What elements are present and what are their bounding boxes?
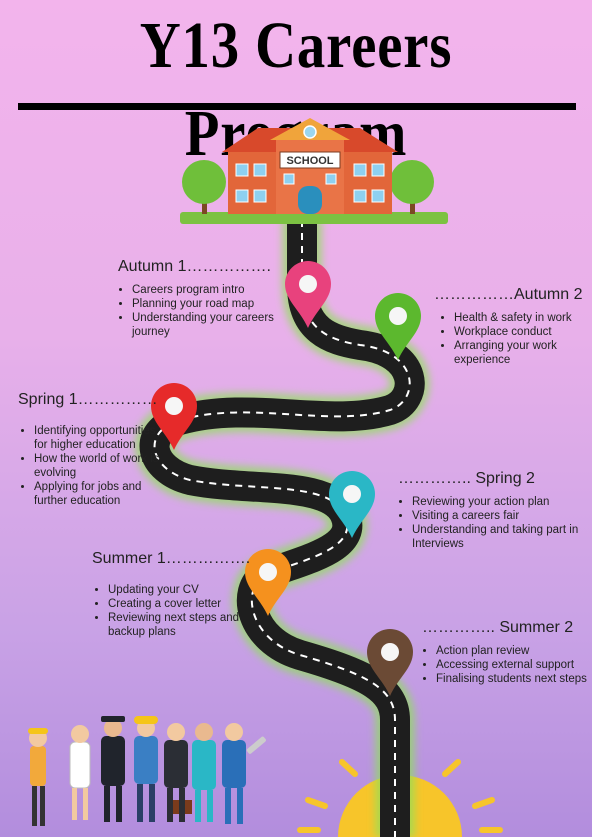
map-pin-icon: [329, 471, 375, 538]
list-item: Visiting a careers fair: [412, 509, 592, 523]
list-item: How the world of work is evolving: [34, 452, 162, 480]
list-item: Updating your CV: [108, 583, 258, 597]
section-heading: ………….. Spring 2: [398, 470, 535, 487]
section-list: Updating your CV Creating a cover letter…: [92, 583, 258, 639]
map-pin-icon: [285, 261, 331, 328]
map-pin-icon: [151, 383, 197, 450]
school-building-icon: SCHOOL: [180, 118, 448, 224]
list-item: Health & safety in work: [454, 311, 592, 325]
list-item: Creating a cover letter: [108, 597, 258, 611]
list-item: Finalising students next steps: [436, 672, 592, 686]
section-list: Reviewing your action plan Visiting a ca…: [396, 495, 592, 551]
list-item: Understanding and taking part in Intervi…: [412, 523, 592, 551]
list-item: Applying for jobs and further education: [34, 480, 162, 508]
section-heading: ……………Autumn 2: [434, 286, 583, 303]
map-pin-icon: [375, 293, 421, 360]
worker-builder-icon: [134, 716, 158, 822]
section-list: Health & safety in work Workplace conduc…: [438, 311, 592, 367]
section-list: Identifying opportunities for higher edu…: [18, 424, 162, 508]
title-underline: [18, 103, 576, 110]
worker-nurse-icon: [69, 725, 91, 820]
map-pin-icon: [245, 549, 291, 616]
list-item: Action plan review: [436, 644, 592, 658]
list-item: Reviewing your action plan: [412, 495, 592, 509]
list-item: Identifying opportunities for higher edu…: [34, 424, 162, 452]
map-pin-icon: [367, 629, 413, 696]
section-heading: ………….. Summer 2: [422, 619, 574, 636]
worker-businessman-icon: [164, 723, 192, 822]
list-item: Arranging your work experience: [454, 339, 592, 367]
list-item: Planning your road map: [132, 297, 292, 311]
worker-pilot-icon: [101, 716, 125, 822]
list-item: Careers program intro: [132, 283, 292, 297]
workers-illustration: [28, 716, 266, 826]
location-pins: [151, 261, 421, 696]
worker-surveyor-icon: [28, 728, 48, 826]
section-heading: Spring 1……………: [18, 391, 158, 408]
section-list: Careers program intro Planning your road…: [116, 283, 292, 339]
section-heading: Autumn 1…………….: [118, 258, 271, 275]
worker-doctor-icon: [192, 723, 216, 822]
list-item: Reviewing next steps and backup plans: [108, 611, 258, 639]
list-item: Workplace conduct: [454, 325, 592, 339]
school-sign: SCHOOL: [286, 155, 333, 167]
worker-mechanic-icon: [222, 723, 266, 824]
section-list: Action plan review Accessing external su…: [420, 644, 592, 686]
section-heading: Summer 1…………….: [92, 550, 251, 567]
list-item: Understanding your careers journey: [132, 311, 292, 339]
list-item: Accessing external support: [436, 658, 592, 672]
